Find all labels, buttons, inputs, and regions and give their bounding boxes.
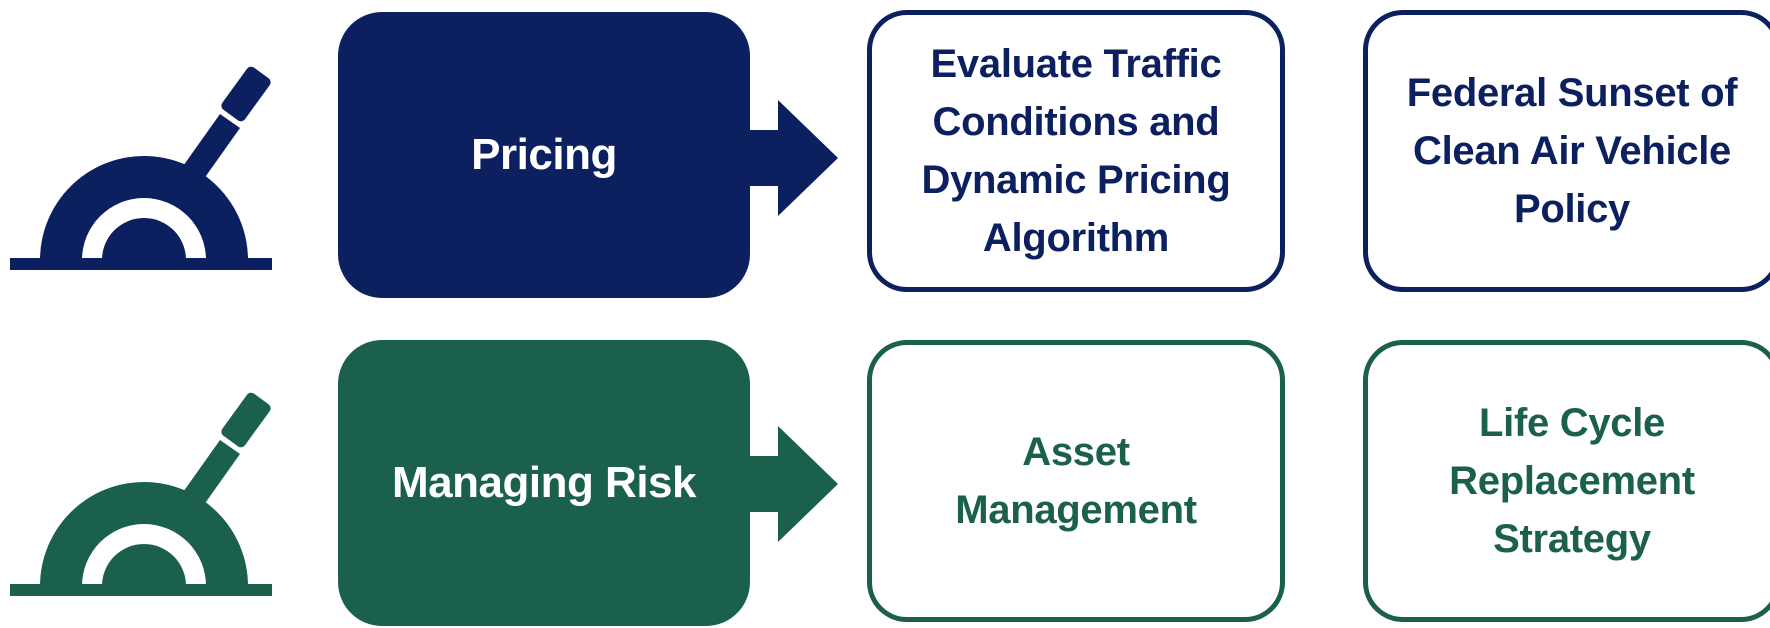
box-line: Replacement (1449, 459, 1695, 503)
box-line: Algorithm (982, 216, 1170, 260)
box-line: Policy (1513, 187, 1631, 231)
box-line: Evaluate Traffic (930, 42, 1222, 86)
box-line: Dynamic Pricing (921, 158, 1231, 202)
box-line: Asset (1022, 430, 1130, 474)
evaluate-traffic-box: Evaluate Traffic Conditions and Dynamic … (867, 10, 1285, 292)
managing-risk-box: Managing Risk (338, 340, 750, 626)
pricing-row: Pricing Evaluate Traffic Conditions and … (0, 0, 1770, 300)
managing-risk-row: Managing Risk Asset Management Life Cycl… (0, 326, 1770, 626)
federal-sunset-box: Federal Sunset of Clean Air Vehicle Poli… (1363, 10, 1770, 292)
box-line: Conditions and (932, 100, 1220, 144)
box-line: Strategy (1493, 517, 1651, 561)
pricing-box: Pricing (338, 12, 750, 298)
box-line: Clean Air Vehicle (1412, 129, 1731, 173)
box-line: Management (955, 488, 1197, 532)
asset-management-box: Asset Management (867, 340, 1285, 622)
box-line: Federal Sunset of (1406, 71, 1738, 115)
arrow-right-icon (748, 426, 838, 542)
pricing-label: Pricing (471, 130, 617, 179)
life-cycle-box: Life Cycle Replacement Strategy (1363, 340, 1770, 622)
box-line: Life Cycle (1479, 401, 1665, 445)
lever-icon (10, 60, 272, 276)
managing-risk-label: Managing Risk (392, 458, 697, 507)
lever-icon (10, 386, 272, 602)
arrow-right-icon (748, 100, 838, 216)
